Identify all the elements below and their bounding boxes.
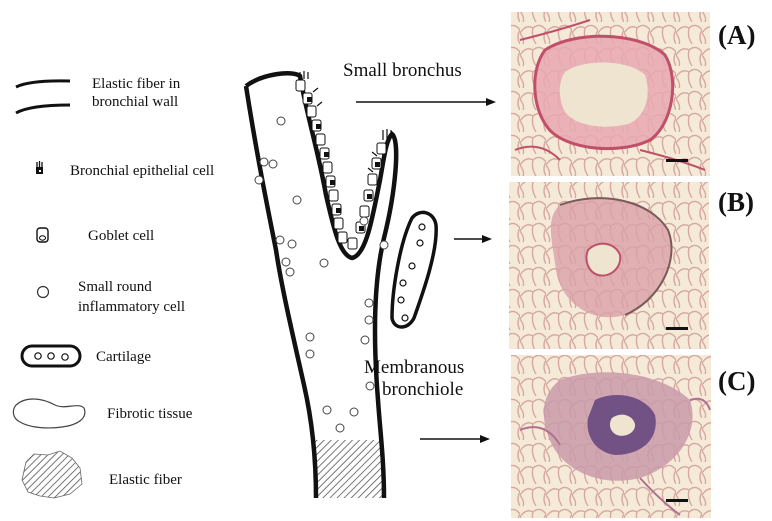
cartilage-plate (392, 212, 436, 327)
scale-bar-a (666, 159, 688, 162)
elastic-fiber-icon (22, 451, 82, 498)
goblet-cell-icon (37, 228, 48, 242)
micrograph-panel-c (511, 355, 711, 518)
panel-letter-c: (C) (718, 366, 755, 396)
elastic-fiber-wall-icon (16, 81, 70, 113)
legend-label-goblet-cell: Goblet cell (88, 227, 154, 245)
micrograph-panel-a (511, 12, 710, 176)
bronchial-epithelial-cell-icon (36, 161, 43, 174)
fibrotic-tissue-icon (13, 399, 85, 428)
legend-label-inflammatory-cell-line2: inflammatory cell (78, 298, 185, 316)
legend-label-inflammatory-cell-line1: Small round (78, 278, 152, 296)
panel-letter-b: (B) (718, 187, 754, 217)
scale-bar-c (666, 499, 688, 502)
legend-label-fibrotic-tissue: Fibrotic tissue (107, 405, 192, 423)
airway-schematic (240, 70, 436, 500)
legend-label-epithelial-cell: Bronchial epithelial cell (70, 162, 214, 180)
scale-bar-b (666, 327, 688, 330)
inflammatory-cell-icon (38, 287, 49, 298)
legend-label-elastic-fiber-wall-line2: bronchial wall (92, 93, 178, 111)
callout-small-bronchus: Small bronchus (343, 59, 462, 82)
callout-membranous-line1: Membranous (364, 356, 464, 379)
legend-label-cartilage: Cartilage (96, 348, 151, 366)
panel-letter-a: (A) (718, 20, 755, 50)
legend-label-elastic-fiber: Elastic fiber (109, 471, 182, 489)
legend-label-elastic-fiber-wall-line1: Elastic fiber in (92, 75, 180, 93)
legend (13, 81, 85, 498)
callout-membranous-line2: bronchiole (382, 378, 463, 401)
micrograph-panel-b (509, 182, 709, 349)
cartilage-icon (22, 346, 80, 366)
